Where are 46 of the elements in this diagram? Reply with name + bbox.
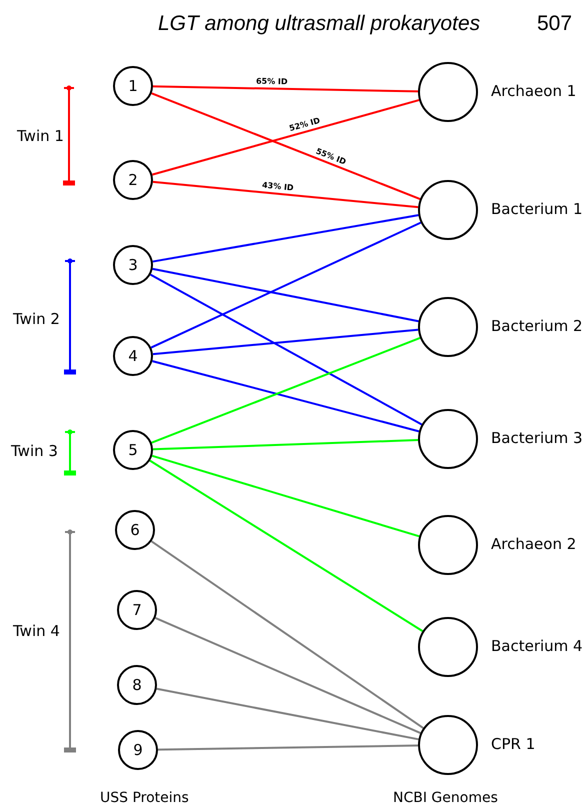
page-title: LGT among ultrasmall prokaryotes [158, 12, 480, 36]
connector-line [152, 268, 419, 322]
numbered-circle: 5 [113, 430, 153, 470]
group-label: Twin 2 [13, 310, 60, 328]
connector-line [152, 180, 418, 208]
connector-line [152, 214, 419, 263]
edge-label: 65% ID [256, 77, 288, 86]
connector-line [151, 336, 420, 444]
column-label: NCBI Genomes [393, 790, 498, 806]
group-label: Twin 4 [13, 622, 60, 640]
connector-line [152, 99, 420, 176]
numbered-circle: 3 [113, 245, 153, 285]
connector-line [150, 222, 422, 348]
connector-line [150, 274, 422, 426]
connector-line [158, 744, 418, 751]
connector-line [152, 328, 418, 356]
genome-label: Archaeon 2 [491, 535, 576, 553]
edge-label: 52% ID [288, 116, 322, 133]
numbered-circle: 2 [113, 160, 153, 200]
connector-line [152, 454, 420, 538]
numbered-circle: 8 [117, 665, 157, 705]
genome-label: Bacterium 4 [491, 637, 583, 655]
numbered-circle: 4 [113, 336, 153, 376]
column-label: USS Proteins [100, 790, 189, 806]
genome-label: Bacterium 1 [491, 200, 583, 218]
connector-line [156, 688, 419, 740]
page-number: 507 [537, 12, 572, 36]
edge-label: 55% ID [315, 147, 348, 166]
connector-line [149, 460, 424, 632]
connector-line [154, 617, 421, 734]
group-label: Twin 3 [11, 442, 58, 460]
numbered-circle: 7 [117, 590, 157, 630]
connector-line [152, 360, 420, 432]
connector-line [152, 85, 418, 92]
genome-label: Bacterium 2 [491, 317, 583, 335]
connector-line [152, 439, 418, 450]
group-label: Twin 1 [17, 127, 64, 145]
genome-label: CPR 1 [491, 735, 536, 753]
numbered-circle: 1 [113, 66, 153, 106]
edge-label: 43% ID [262, 181, 294, 192]
genome-label: Archaeon 1 [491, 82, 576, 100]
numbered-circle: 6 [115, 510, 155, 550]
genome-label: Bacterium 3 [491, 429, 583, 447]
connector-line [151, 92, 420, 200]
connector-line [150, 540, 424, 729]
numbered-circle: 9 [118, 730, 158, 770]
